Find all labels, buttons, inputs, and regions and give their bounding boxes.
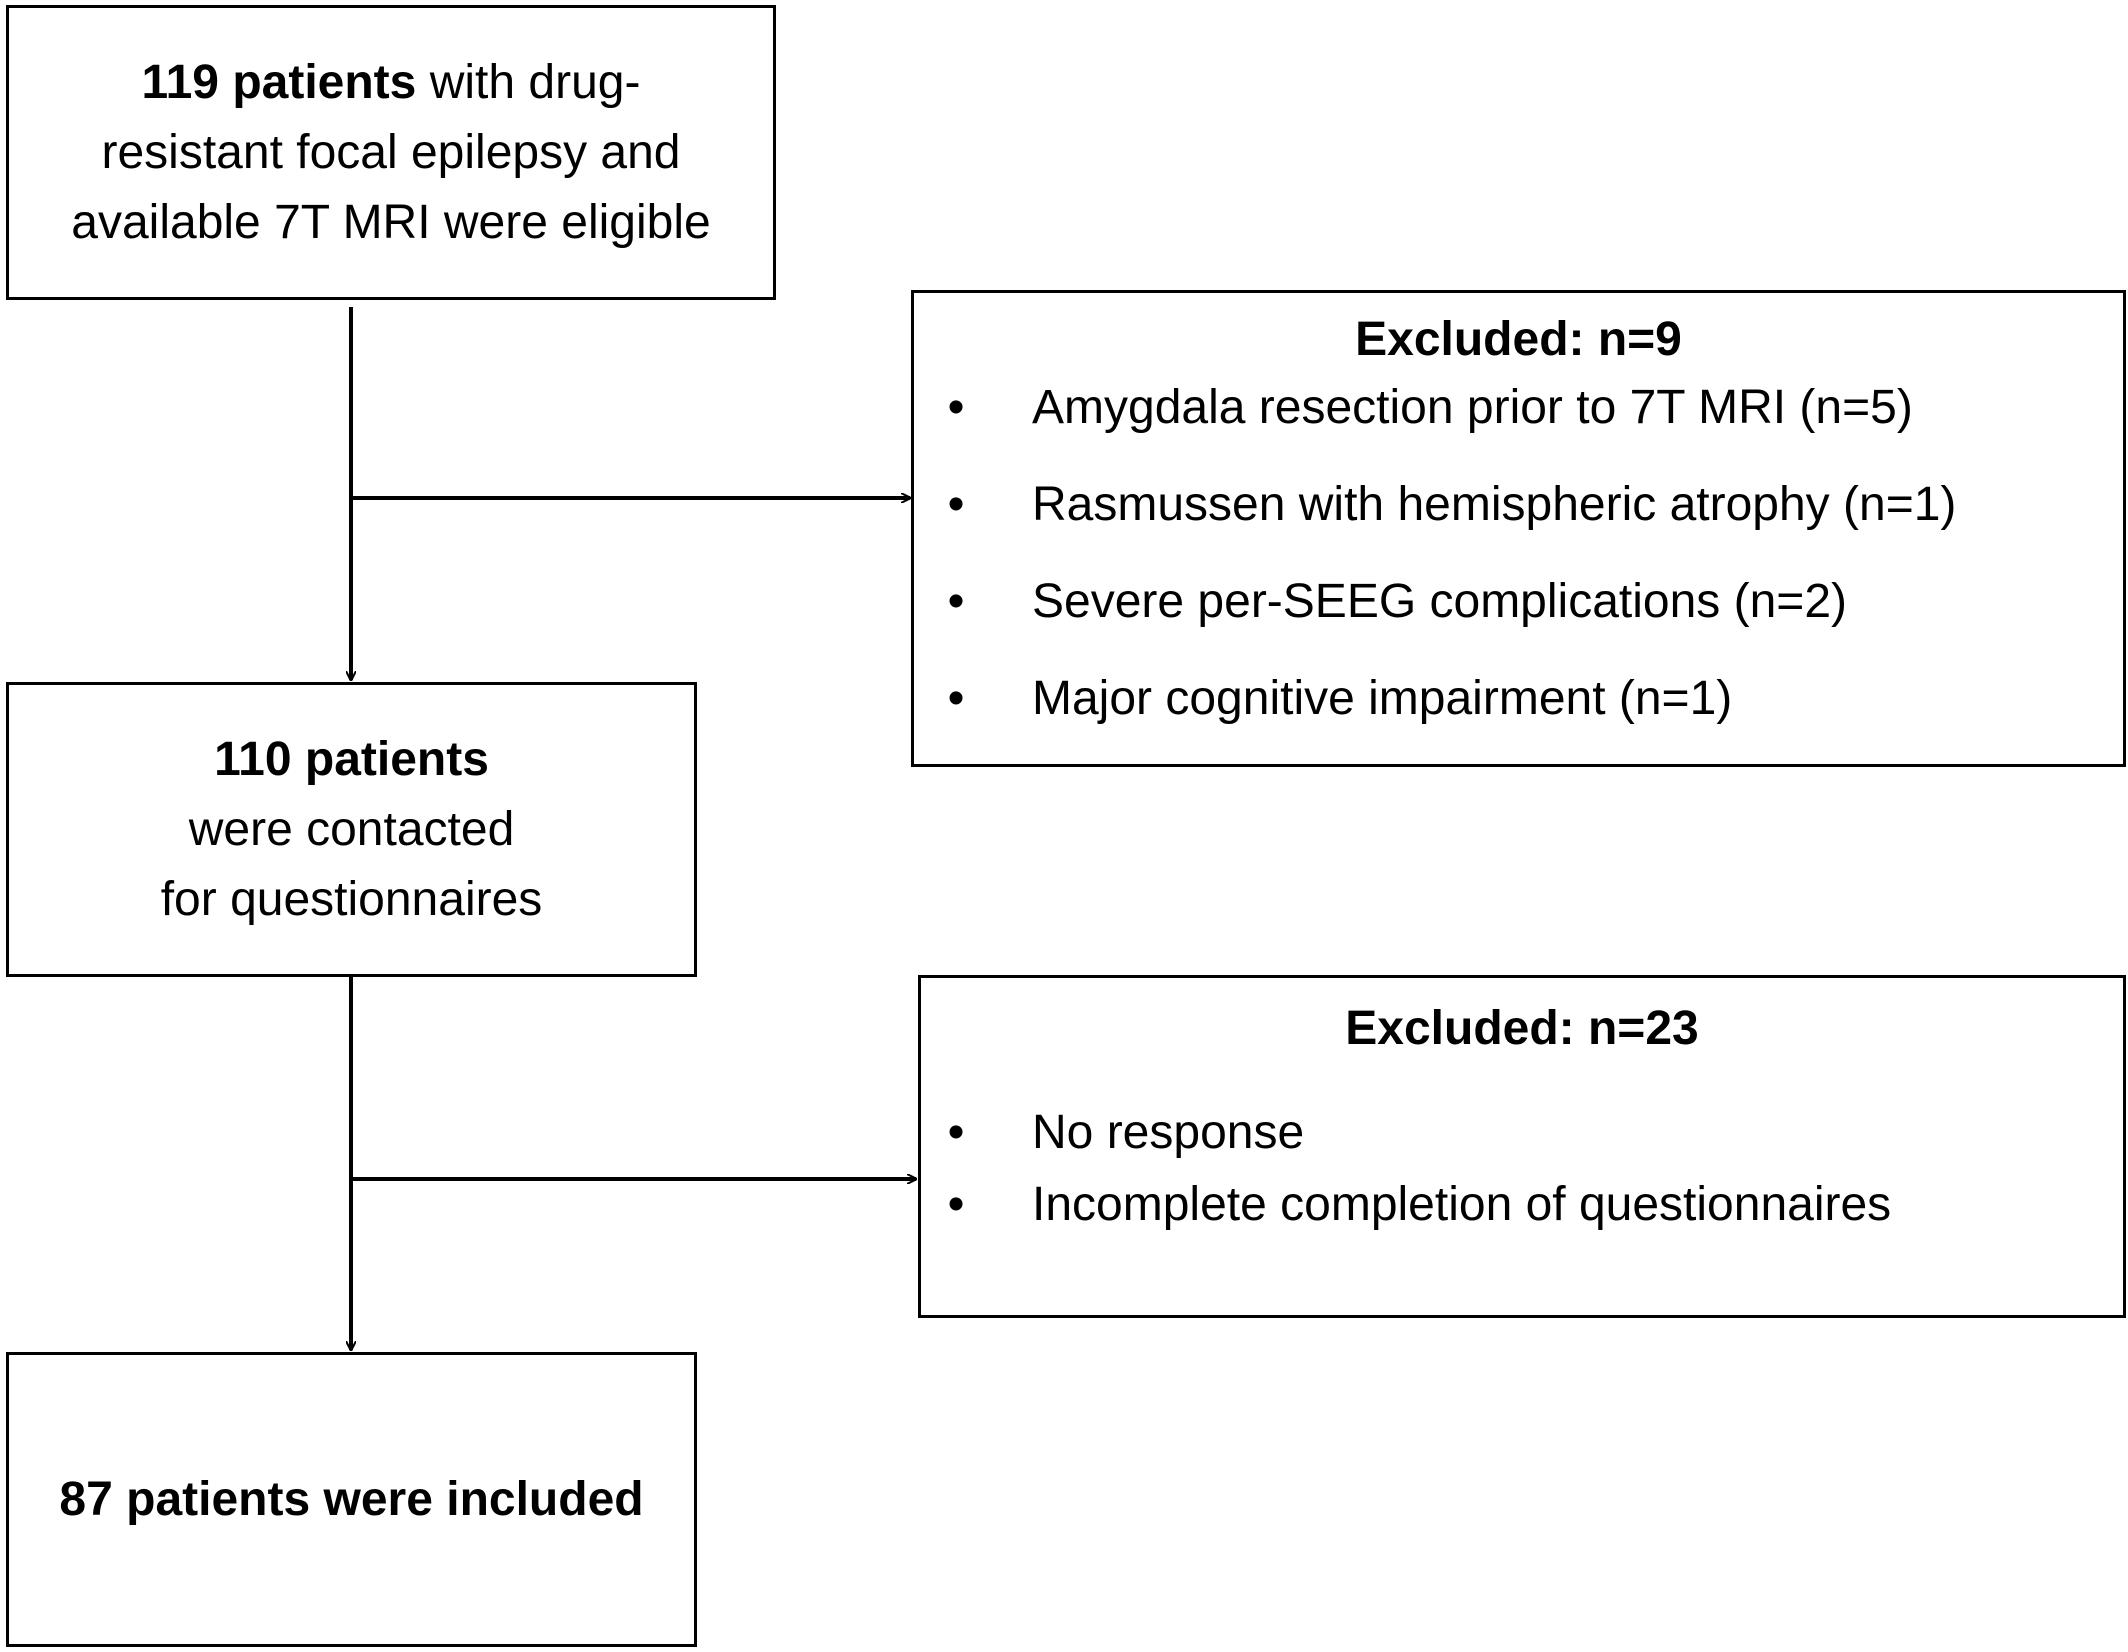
exclusion-2-title: Excluded: n=23 [1345,1002,1699,1055]
contacted-line-3: for questionnaires [160,872,543,926]
eligible-patients-box: 119 patients with drug- resistant focal … [6,5,776,300]
exclusion-1-item-text: Rasmussen with hemispheric atrophy (n=1) [1032,478,1957,531]
eligible-line-1: 119 patients with drug- [142,48,641,118]
contacted-patients-box: 110 patients were contacted for question… [6,682,697,977]
eligible-line-2: resistant focal epilepsy and [101,125,681,179]
eligible-line-1-rest: with drug- [416,55,641,109]
exclusion-1-item: • Severe per-SEEG complications (n=2) [914,567,2123,637]
bullet-icon: • [947,1178,965,1231]
exclusion-1-item: • Amygdala resection prior to 7T MRI (n=… [914,373,2123,443]
bullet-icon: • [947,575,965,628]
exclusion-2-item-text: Incomplete completion of questionnaires [1032,1178,1892,1231]
exclusion-1-item-text: Amygdala resection prior to 7T MRI (n=5) [1032,381,1913,434]
contacted-count: 110 patients [214,732,489,786]
included-patients-box: 87 patients were included [6,1352,697,1647]
bullet-icon: • [947,381,965,434]
bullet-icon: • [947,478,965,531]
exclusion-1-item: • Rasmussen with hemispheric atrophy (n=… [914,470,2123,540]
eligible-line-3: available 7T MRI were eligible [71,195,711,249]
exclusion-1-item: • Major cognitive impairment (n=1) [914,664,2123,734]
exclusion-box-2: Excluded: n=23 • No response • Incomplet… [918,975,2126,1318]
included-text: 87 patients were included [59,1472,644,1526]
eligible-count: 119 patients [141,55,417,109]
bullet-icon: • [947,1106,965,1159]
bullet-icon: • [947,672,965,725]
exclusion-box-1: Excluded: n=9 • Amygdala resection prior… [911,290,2126,767]
exclusion-1-item-text: Severe per-SEEG complications (n=2) [1032,575,1848,628]
exclusion-1-title: Excluded: n=9 [1355,313,1682,366]
contacted-line-2: were contacted [188,802,515,856]
exclusion-1-item-text: Major cognitive impairment (n=1) [1032,672,1733,725]
exclusion-2-item: • No response [921,1098,2123,1168]
exclusion-2-item: • Incomplete completion of questionnaire… [921,1170,2123,1240]
exclusion-2-item-text: No response [1032,1106,1305,1159]
